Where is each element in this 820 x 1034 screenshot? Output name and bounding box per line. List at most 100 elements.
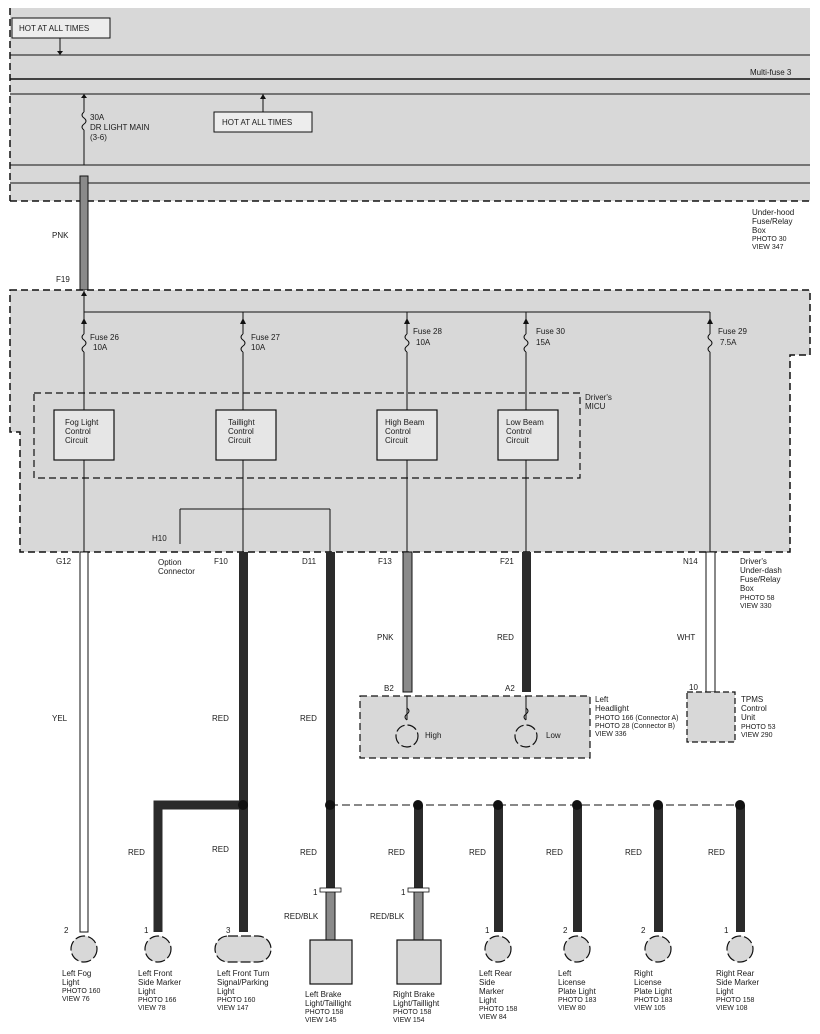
hot-at-all-times-label: HOT AT ALL TIMES — [19, 24, 89, 33]
bulb-photo: PHOTO 160 — [62, 988, 100, 995]
circuit-label: Low Beam — [506, 418, 544, 427]
left-fog-light: 2 Left Fog Light PHOTO 160 VIEW 76 — [62, 926, 100, 1003]
dash-box-caption: Driver's Under-dash Fuse/Relay Box PHOTO… — [740, 557, 782, 610]
bulb-name: Plate Light — [558, 987, 597, 996]
branch-label: RED — [388, 848, 405, 857]
right-brake-light-taillight: 1 Right Brake Light/Taillight PHOTO 158 … — [393, 888, 442, 1024]
bulb-name: Left Brake — [305, 990, 342, 999]
fuse-26-amp: 10A — [93, 343, 108, 352]
circuit-label: Control — [385, 427, 411, 436]
bulb-name: Left Rear — [479, 969, 512, 978]
bulb-name: Light — [716, 987, 734, 996]
fuse-28-name: Fuse 28 — [413, 327, 442, 336]
option-connector: H10 Option Connector — [152, 534, 195, 576]
headlight-name-2: Headlight — [595, 704, 630, 713]
tpms-control-unit: 10 TPMS Control Unit PHOTO 53 VIEW 290 — [686, 683, 776, 743]
headlight-photo-a: PHOTO 166 (Connector A) — [595, 715, 679, 722]
pin: 1 — [313, 888, 318, 897]
fuse-29-name: Fuse 29 — [718, 327, 747, 336]
tpms-photo: PHOTO 53 — [741, 724, 776, 731]
fuse-26: Fuse 26 10A — [81, 312, 119, 410]
dash-box-name-3: Fuse/Relay — [740, 575, 780, 584]
circuit-label: High Beam — [385, 418, 425, 427]
left-front-side-marker-light: 1 Left Front Side Marker Light PHOTO 166… — [138, 926, 181, 1012]
bulb-photo: PHOTO 158 — [479, 1006, 517, 1013]
left-brake-light-taillight: 1 Left Brake Light/Taillight PHOTO 158 V… — [305, 888, 353, 1024]
fuse-28-amp: 10A — [416, 338, 431, 347]
headlight-view: VIEW 336 — [595, 731, 627, 738]
micu-line-1: Driver's — [585, 393, 612, 402]
underhood-fuse-box — [9, 8, 810, 202]
yel-label: YEL — [52, 714, 68, 723]
circuit-label: Circuit — [506, 436, 529, 445]
option-label-1: Option — [158, 558, 182, 567]
bulb-name: Right — [634, 969, 653, 978]
dash-box-name-2: Under-dash — [740, 566, 782, 575]
pin: 1 — [724, 926, 729, 935]
circuit-label: Control — [228, 427, 254, 436]
red-blk-label: RED/BLK — [284, 912, 319, 921]
pin: 3 — [226, 926, 231, 935]
terminal-f10: F10 — [214, 557, 228, 566]
yel-wire: YEL — [52, 551, 89, 933]
bulb-name: Plate Light — [634, 987, 673, 996]
bulb-view: VIEW 80 — [558, 1005, 586, 1012]
bulb-name: Right Rear — [716, 969, 755, 978]
bulb-name: Light/Taillight — [305, 999, 352, 1008]
bulb-view: VIEW 154 — [393, 1017, 425, 1024]
circuit-label: Circuit — [65, 436, 88, 445]
pin: 2 — [641, 926, 646, 935]
left-headlight: B2 A2 High Low Left Headlight PHOTO 166 … — [359, 684, 679, 759]
circuit-label: Control — [65, 427, 91, 436]
fuse-ref: (3-6) — [90, 133, 107, 142]
bulb-name: Right Brake — [393, 990, 435, 999]
circuit-label: Circuit — [228, 436, 251, 445]
tpms-view: VIEW 290 — [741, 732, 773, 739]
hot-at-all-times-box-top: HOT AT ALL TIMES — [11, 17, 111, 55]
dash-box-name-1: Driver's — [740, 557, 767, 566]
box-name-line-1: Under-hood — [752, 208, 794, 217]
bulb-photo: PHOTO 160 — [217, 997, 255, 1004]
box-photo: PHOTO 30 — [752, 236, 787, 243]
branch-label: RED — [300, 848, 317, 857]
tpms-pin: 10 — [689, 683, 698, 692]
fuse-28: Fuse 28 10A — [404, 312, 442, 410]
bulb-photo: PHOTO 158 — [716, 997, 754, 1004]
bulb-view: VIEW 84 — [479, 1014, 507, 1021]
bulb-name: Left Fog — [62, 969, 91, 978]
bulb-name: Marker — [479, 987, 504, 996]
pin: 2 — [563, 926, 568, 935]
low-label: Low — [546, 731, 561, 740]
fuse-30: Fuse 30 15A — [523, 312, 565, 410]
bulb-photo: PHOTO 158 — [393, 1009, 431, 1016]
branch-label: RED — [469, 848, 486, 857]
fuse-27: Fuse 27 10A — [240, 312, 280, 410]
bulb-name: Side — [479, 978, 496, 987]
pin: 2 — [64, 926, 69, 935]
bulb-view: VIEW 108 — [716, 1005, 748, 1012]
hot-at-all-times-label: HOT AT ALL TIMES — [222, 118, 292, 127]
bulb-name: Left Front Turn — [217, 969, 269, 978]
terminal-g12: G12 — [56, 557, 72, 566]
dr-light-main-fuse: 30A DR LIGHT MAIN (3-6) — [81, 94, 150, 165]
headlight-name-1: Left — [595, 695, 609, 704]
left-rear-side-marker-light: 1 Left Rear Side Marker Light PHOTO 158 … — [479, 926, 517, 1021]
bulb-view: VIEW 76 — [62, 996, 90, 1003]
bulb-view: VIEW 145 — [305, 1017, 337, 1024]
micu-line-2: MICU — [585, 402, 606, 411]
bulb-photo: PHOTO 158 — [305, 1009, 343, 1016]
fuse-26-name: Fuse 26 — [90, 333, 119, 342]
terminal-f21: F21 — [500, 557, 514, 566]
right-license-plate-light: 2 Right License Plate Light PHOTO 183 VI… — [634, 926, 673, 1012]
wht-wire: WHT — [677, 551, 716, 693]
bulb-view: VIEW 105 — [634, 1005, 666, 1012]
branch-label: RED — [212, 845, 229, 854]
micu-box: Driver's MICU — [33, 392, 612, 479]
branch-label: RED — [625, 848, 642, 857]
fuse-29: Fuse 29 7.5A — [707, 312, 747, 552]
low-beam-control-circuit: Low Beam Control Circuit — [497, 409, 559, 461]
red-f10-label: RED — [212, 714, 229, 723]
option-label-2: Connector — [158, 567, 195, 576]
high-label: High — [425, 731, 441, 740]
